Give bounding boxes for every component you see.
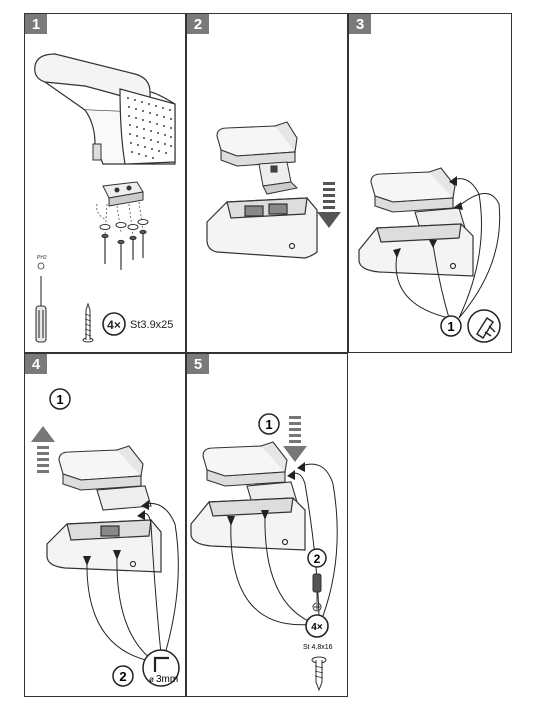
callout-bottom-number: 2 xyxy=(119,669,126,684)
screw-count-text: 4× xyxy=(107,318,121,332)
down-arrow-icon xyxy=(283,416,307,462)
screw-spec-text: St 4,8x16 xyxy=(303,644,333,651)
console-base-drawing xyxy=(46,519,162,573)
hex-key-circle xyxy=(142,649,180,687)
step-4-illustration: 1 xyxy=(31,388,180,687)
down-arrow-icon xyxy=(317,182,341,228)
step-3-illustration: 1 xyxy=(358,167,501,343)
step-5-badge: 5 xyxy=(187,354,209,374)
hex-key-icon xyxy=(153,656,169,672)
callout-number: 1 xyxy=(447,319,454,334)
console-base-drawing xyxy=(358,223,474,277)
callout-circle-top xyxy=(258,413,280,435)
step-1-illustration: PH2 4× St3.9x25 xyxy=(34,53,176,343)
armrest-assembled-drawing xyxy=(202,441,298,507)
step-5-panel: 5 1 xyxy=(186,353,348,697)
tool-label: PH2 xyxy=(37,255,47,261)
screw-icon xyxy=(311,656,327,692)
press-hand-icon xyxy=(476,317,496,339)
step-1-badge: 1 xyxy=(25,14,47,34)
callout-circle-top xyxy=(49,388,71,410)
armrest-lid-drawing xyxy=(34,53,176,165)
callout-circle-1 xyxy=(440,315,462,337)
armrest-lifted-drawing xyxy=(58,445,152,511)
armrest-top-drawing xyxy=(216,121,298,167)
mounting-screws xyxy=(101,229,147,270)
screw-count-circle xyxy=(305,614,329,638)
arrows xyxy=(86,502,179,663)
press-icon-circle xyxy=(467,309,501,343)
step-1-panel: 1 xyxy=(24,13,186,353)
step-2-illustration xyxy=(206,121,341,259)
hinge-tab xyxy=(92,143,102,161)
arrows xyxy=(395,178,501,319)
screwdriver-icon xyxy=(35,276,47,343)
console-base-drawing xyxy=(190,497,306,551)
mounting-bracket xyxy=(102,181,144,207)
up-arrow-icon xyxy=(31,426,55,473)
ph2-icon xyxy=(37,262,45,270)
callout-circle-bottom xyxy=(112,665,134,687)
screw-count-text: 4× xyxy=(311,622,323,633)
step-3-badge: 3 xyxy=(349,14,371,34)
armrest-assembled-drawing xyxy=(370,167,466,233)
step-4-badge: 4 xyxy=(25,354,47,374)
washers xyxy=(99,219,149,230)
step-2-badge: 2 xyxy=(187,14,209,34)
callout-top-number: 1 xyxy=(265,417,272,432)
console-base-drawing xyxy=(206,197,318,259)
step-2-panel: 2 xyxy=(186,13,348,353)
screw-spec-text: St3.9x25 xyxy=(130,319,173,331)
step-4-panel: 4 1 xyxy=(24,353,186,697)
step-5-illustration: 1 xyxy=(190,413,338,692)
screw-icon xyxy=(82,302,94,343)
screwdriver-icon xyxy=(312,573,322,602)
hex-size: 3mm xyxy=(156,674,178,685)
screw-count-circle xyxy=(102,312,126,336)
arrow-heads xyxy=(227,462,305,526)
perforation-pattern xyxy=(127,97,172,159)
hinge-drawing xyxy=(258,161,299,195)
arrow-heads xyxy=(83,500,149,566)
callout-circle-mid xyxy=(307,548,327,568)
hex-prefix: ø xyxy=(149,675,154,684)
callout-mid-number: 2 xyxy=(314,552,321,566)
phillips-icon xyxy=(312,602,322,612)
callout-top-number: 1 xyxy=(56,392,63,407)
arrow-heads xyxy=(393,176,463,258)
alignment-lines xyxy=(96,201,144,237)
step-3-panel: 3 1 xyxy=(348,13,512,353)
